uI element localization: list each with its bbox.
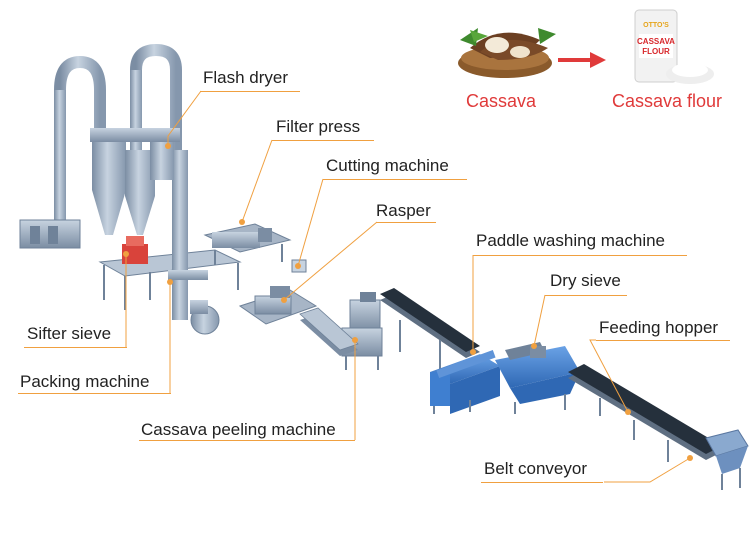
dry-sieve-label: Dry sieve [550, 271, 621, 290]
paddle-washing-machine [430, 349, 500, 414]
feeding-hopper-label: Feeding hopper [599, 318, 719, 337]
bag-brand: OTTO'S [643, 22, 669, 29]
flour-bag-image: OTTO'S CASSAVA FLOUR [634, 9, 714, 84]
dry-sieve-underline [545, 295, 627, 296]
belt-conveyor-underline [481, 482, 603, 483]
packing-machine-label: Packing machine [20, 372, 150, 391]
sifter-sieve-underline [24, 347, 127, 348]
leader-lines [125, 90, 691, 483]
sifter-sieve-label: Sifter sieve [27, 324, 112, 343]
dry-sieve-machine [495, 342, 580, 414]
cutting-machine-underline [323, 179, 467, 180]
filter-press-label: Filter press [276, 117, 361, 136]
cassava-flour-label: Cassava flour [612, 91, 723, 111]
feeding-hopper-underline [596, 340, 730, 341]
packing-machine-underline [18, 393, 171, 394]
flash-dryer-underline [200, 91, 300, 92]
cassava-peeling-machine-label: Cassava peeling machine [141, 420, 336, 439]
upper-belt-conveyor [380, 288, 480, 372]
cassava-peeling-machine-underline [139, 440, 355, 441]
cutting-machine-label: Cutting machine [326, 156, 449, 175]
rasper-label: Rasper [376, 201, 431, 220]
flash-dryer-label: Flash dryer [203, 68, 289, 87]
cassava-label: Cassava [466, 91, 537, 111]
feeding-hopper-machine [705, 429, 749, 490]
bag-product-line1: CASSAVA [637, 37, 675, 46]
lower-belt-conveyor [568, 364, 722, 462]
paddle-washing-machine-underline [473, 255, 687, 256]
cutting-and-rasper-machines [238, 286, 383, 370]
bag-product-line2: FLOUR [642, 47, 670, 56]
process-arrow [558, 52, 606, 68]
leader-dots [123, 143, 693, 461]
paddle-washing-machine-label: Paddle washing machine [476, 231, 666, 250]
cassava-basket-image [458, 28, 556, 78]
rasper-underline [376, 222, 436, 223]
filter-press-machine [203, 223, 307, 273]
flash-dryer-machine [19, 43, 242, 335]
belt-conveyor-label: Belt conveyor [484, 459, 587, 478]
filter-press-underline [272, 140, 374, 141]
